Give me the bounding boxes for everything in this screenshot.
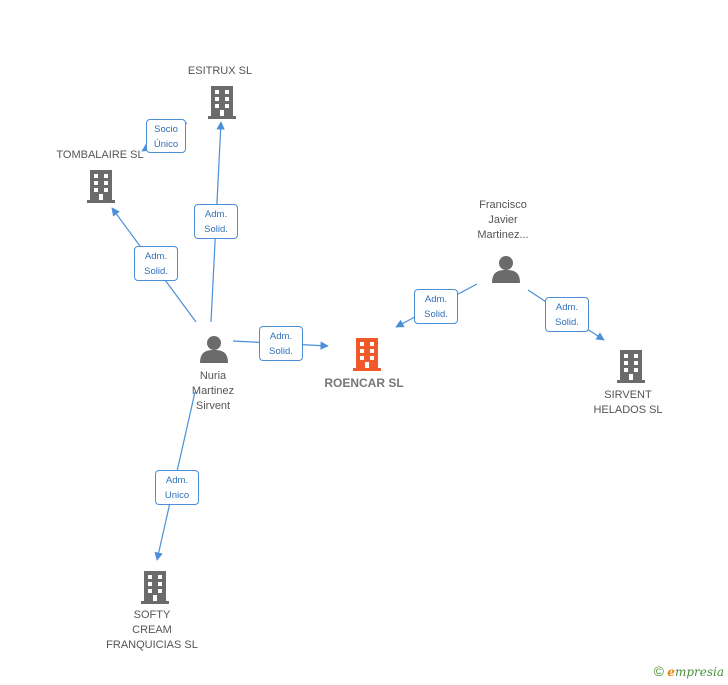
person-icon-nuria <box>200 336 228 363</box>
node-label-tombalaire[interactable]: TOMBALAIRE SL <box>56 149 144 161</box>
brand-logo: empresia <box>667 665 724 679</box>
building-icon-roencar <box>353 338 381 371</box>
edge-label-francisco-sirvent[interactable]: Adm. Solid. <box>545 297 589 332</box>
edge-label-francisco-roencar[interactable]: Adm. Solid. <box>414 289 458 324</box>
edge-label-nuria-softy[interactable]: Adm. Unico <box>155 470 199 505</box>
person-icon-francisco <box>492 256 520 283</box>
node-label-roencar[interactable]: ROENCAR SL <box>324 376 404 390</box>
building-icon-esitrux <box>208 86 236 119</box>
building-icon-sirvent <box>617 350 645 383</box>
node-label-softy[interactable]: SOFTY CREAM FRANQUICIAS SL <box>106 609 198 651</box>
edge-label-nuria-esitrux[interactable]: Adm. Solid. <box>194 204 238 239</box>
building-icon-tombalaire <box>87 170 115 203</box>
footer-brand: © empresia <box>654 663 724 679</box>
node-label-francisco[interactable]: Francisco Javier Martinez... <box>477 199 529 241</box>
copyright-icon: © <box>653 663 664 679</box>
edge-label-esitrux-tombalaire[interactable]: Socio Único <box>146 119 186 153</box>
edge-label-nuria-tombalaire[interactable]: Adm. Solid. <box>134 246 178 281</box>
node-label-nuria[interactable]: Nuria Martinez Sirvent <box>191 370 235 412</box>
node-label-esitrux[interactable]: ESITRUX SL <box>187 65 253 77</box>
building-icon-softy <box>141 571 169 604</box>
edge-label-nuria-roencar[interactable]: Adm. Solid. <box>259 326 303 361</box>
node-label-sirvent[interactable]: SIRVENT HELADOS SL <box>593 389 663 416</box>
